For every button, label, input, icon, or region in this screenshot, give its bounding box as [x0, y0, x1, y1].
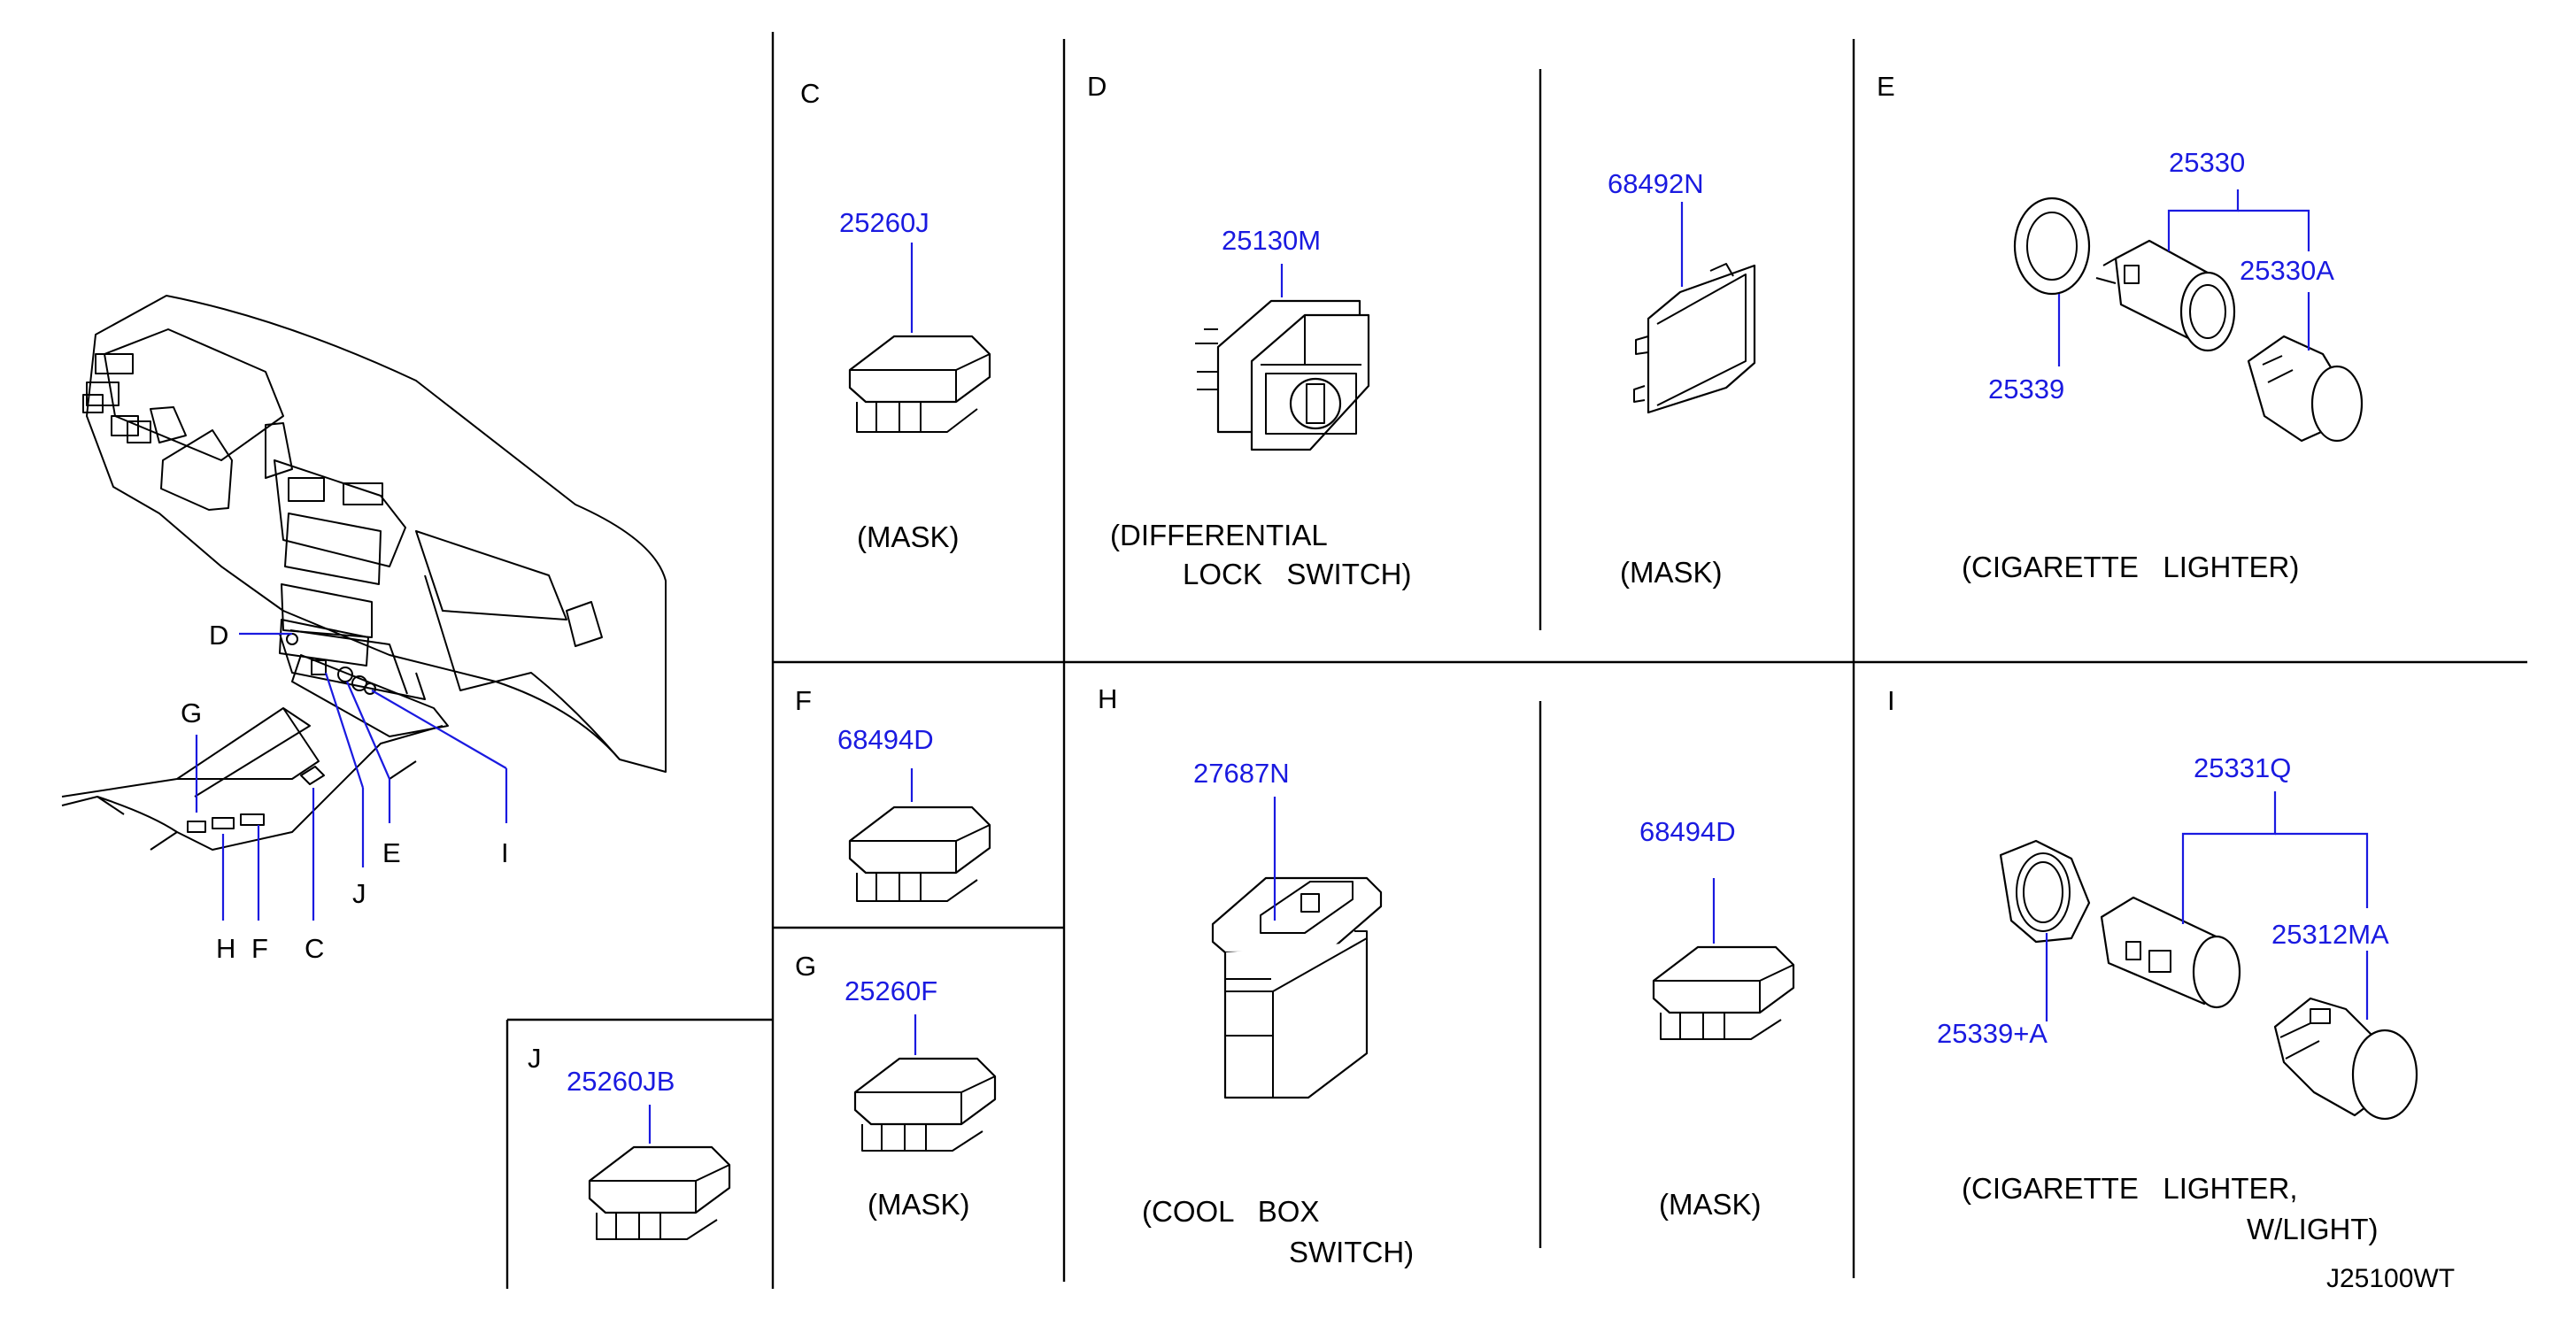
section-letter-c: C	[800, 78, 821, 109]
section-letter-e: E	[1877, 71, 1895, 102]
callout-d: D	[209, 620, 229, 651]
part-number-25339-a: 25339+A	[1937, 1018, 2048, 1049]
cool-box-switch-drawing	[1211, 876, 1383, 1099]
part-number-25331q: 25331Q	[2194, 752, 2292, 783]
callout-f: F	[251, 933, 268, 964]
part-number-25330: 25330	[2169, 147, 2246, 178]
part-number-25260jb: 25260JB	[567, 1066, 675, 1097]
part-number-25339: 25339	[1988, 374, 2065, 405]
callout-c: C	[305, 933, 325, 964]
callout-j: J	[352, 878, 366, 909]
caption-cool-box-line1: (COOL BOX	[1142, 1195, 1320, 1228]
part-number-25260f: 25260F	[845, 975, 938, 1006]
callout-e: E	[382, 837, 401, 868]
caption-mask-d: (MASK)	[1620, 556, 1723, 589]
part-number-27687n: 27687N	[1193, 758, 1290, 789]
dashboard-overview-drawing	[61, 295, 667, 851]
overview-leader-lines	[195, 632, 508, 921]
caption-lighter-w-light-line1: (CIGARETTE LIGHTER,	[1962, 1172, 2298, 1205]
differential-lock-switch-drawing	[1195, 299, 1370, 451]
callout-h: H	[216, 933, 236, 964]
mask-h-drawing	[1652, 945, 1795, 1040]
cigarette-lighter-drawing	[2013, 197, 2364, 443]
mask-j-drawing	[588, 1145, 731, 1240]
section-letter-j: J	[528, 1043, 542, 1074]
mask-g-drawing	[853, 1057, 997, 1152]
part-number-25330a: 25330A	[2240, 255, 2334, 286]
section-letter-h: H	[1098, 683, 1118, 714]
part-number-25312ma: 25312MA	[2271, 919, 2389, 950]
mask-f-drawing	[848, 805, 991, 902]
caption-mask-g: (MASK)	[868, 1188, 970, 1221]
mask-c-drawing	[848, 335, 991, 433]
caption-lighter-w-light-line2: W/LIGHT)	[2247, 1213, 2379, 1245]
part-leader-lines	[648, 189, 2369, 1144]
caption-mask-h: (MASK)	[1659, 1188, 1762, 1221]
diagram-code: J25100WT	[2326, 1264, 2456, 1293]
cigarette-lighter-w-light-drawing	[1999, 839, 2418, 1121]
caption-differential-line1: (DIFFERENTIAL	[1110, 519, 1328, 551]
part-number-68492n: 68492N	[1608, 168, 1704, 199]
section-letter-i: I	[1887, 685, 1895, 716]
grid-lines	[505, 32, 2527, 1289]
part-number-68494d-h: 68494D	[1639, 816, 1736, 847]
part-number-68494d-f: 68494D	[837, 724, 934, 755]
callout-i: I	[501, 837, 509, 868]
section-letter-g: G	[795, 951, 817, 982]
caption-differential-line2: LOCK SWITCH)	[1183, 558, 1412, 590]
section-letter-d: D	[1087, 71, 1107, 102]
caption-cigarette-lighter: (CIGARETTE LIGHTER)	[1962, 551, 2300, 583]
section-letter-f: F	[795, 685, 812, 716]
part-number-25130m: 25130M	[1222, 225, 1322, 256]
part-number-25260j: 25260J	[839, 207, 929, 238]
callout-g: G	[181, 698, 203, 728]
mask-68492n-drawing	[1633, 263, 1756, 414]
caption-mask-c: (MASK)	[857, 520, 960, 553]
caption-cool-box-line2: SWITCH)	[1289, 1236, 1415, 1268]
